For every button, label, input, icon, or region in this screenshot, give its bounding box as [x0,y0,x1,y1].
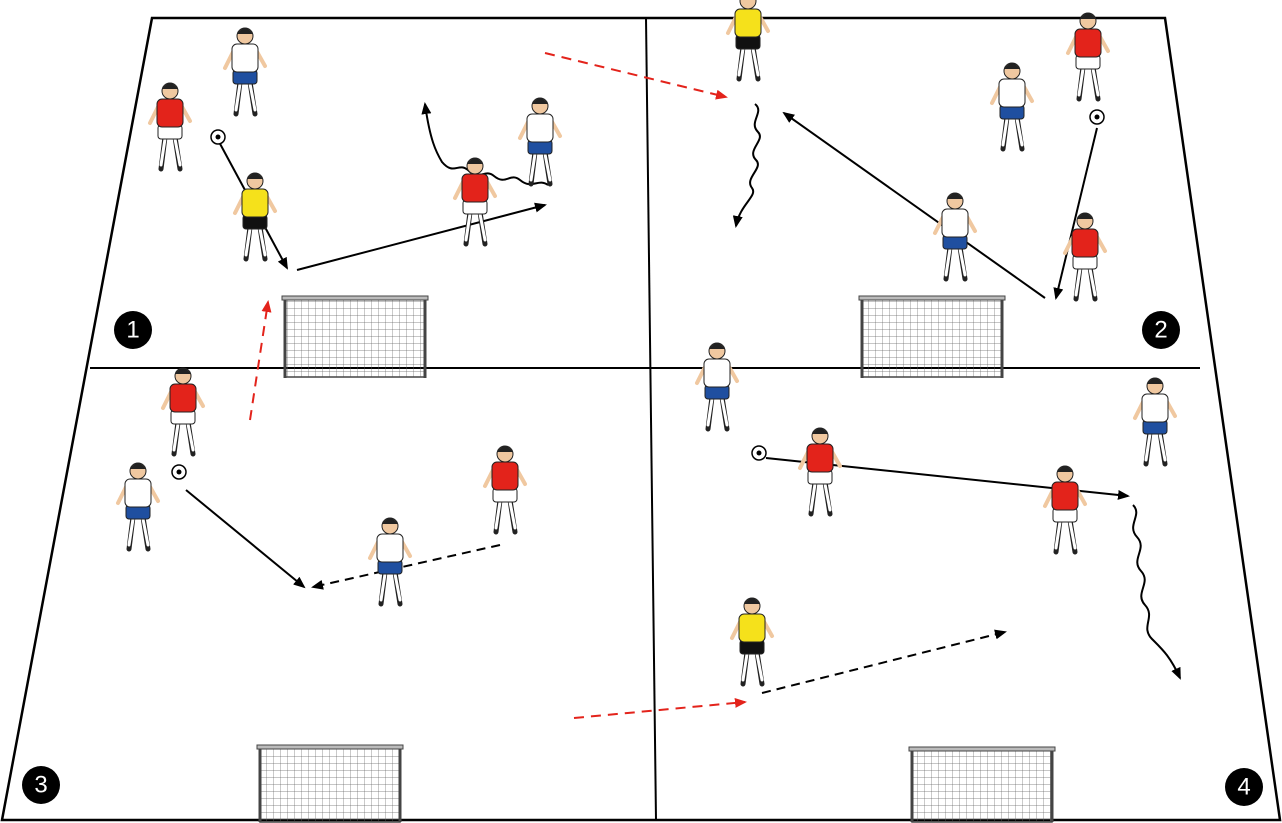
goal-zone-2 [859,296,1005,378]
zone-label-2: 2 [1154,317,1167,344]
goal-zone-1 [282,296,428,378]
ball [752,446,766,460]
zone-badge-4: 4 [1225,768,1263,806]
goal-zone-3 [257,745,403,822]
zone-label-4: 4 [1237,774,1250,801]
zone-badge-3: 3 [22,766,60,804]
zone-label-1: 1 [126,317,139,344]
zone-badge-1: 1 [114,311,152,349]
ball [1090,110,1104,124]
zone-badge-2: 2 [1142,311,1180,349]
zone-label-3: 3 [34,772,47,799]
ball [211,130,225,144]
goal-zone-4 [909,747,1055,822]
ball [172,465,186,479]
